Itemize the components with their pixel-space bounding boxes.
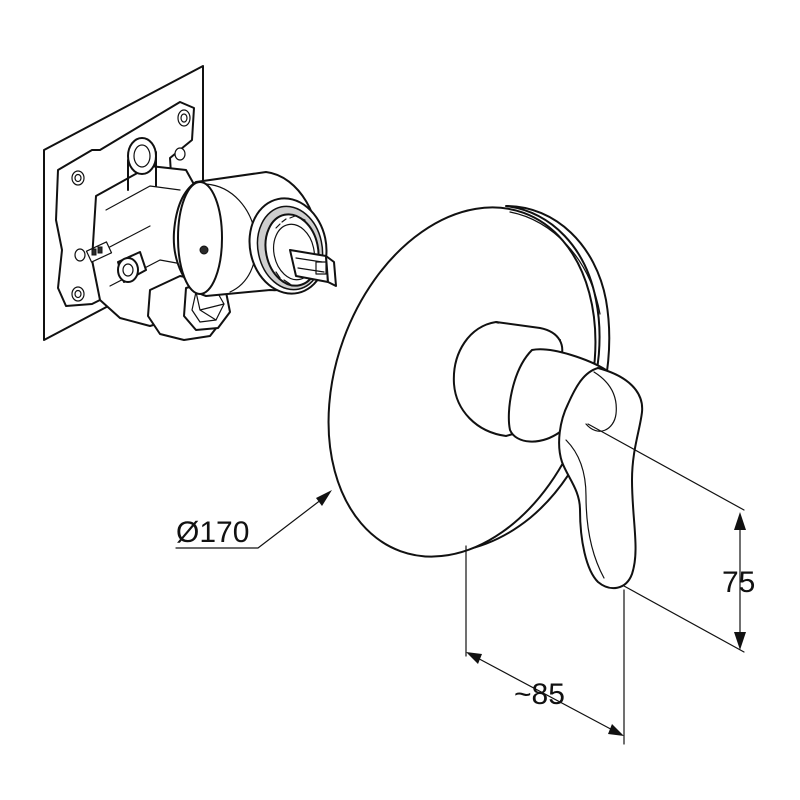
height-label: 75 (722, 566, 755, 599)
depth-label: ~85 (514, 678, 565, 711)
dimension-lines (175, 423, 746, 745)
diameter-label: Ø170 (176, 516, 249, 549)
handle-lever (558, 367, 644, 590)
concealed-valve-body (43, 65, 337, 341)
top-inlet (127, 137, 157, 175)
lever-handle (452, 321, 644, 590)
